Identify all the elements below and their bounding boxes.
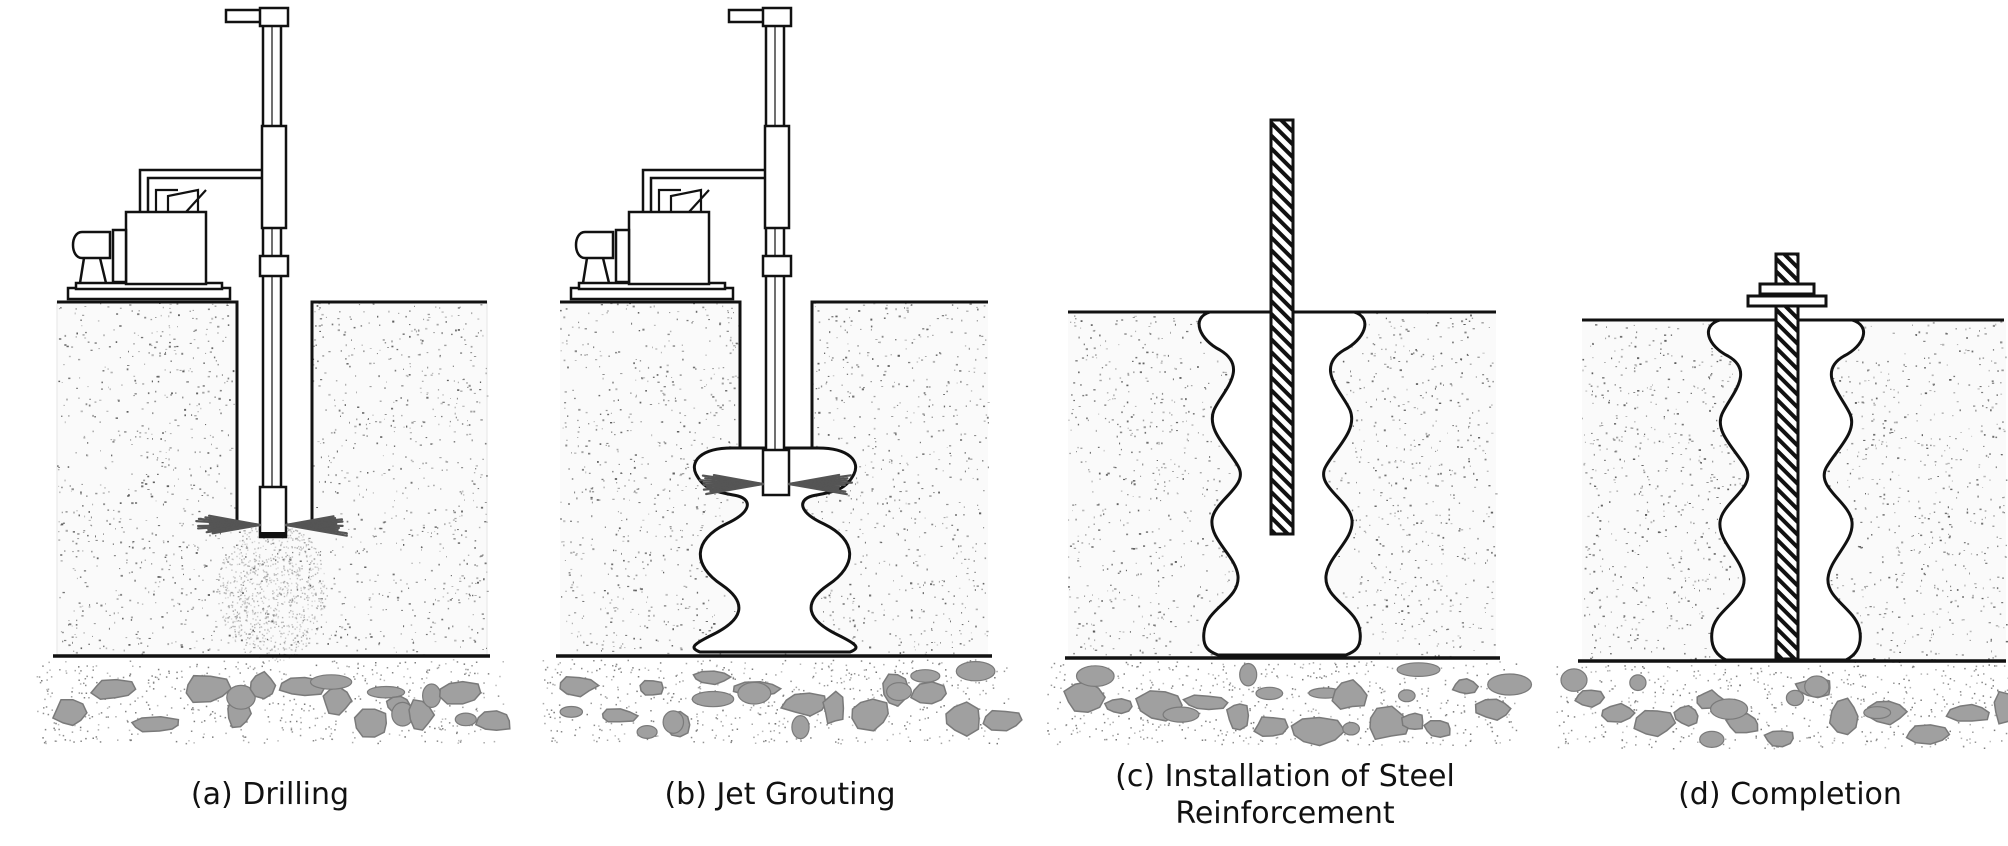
panel-b-drilling-rig [571,170,765,299]
panel-d-anchor-plate [1748,284,1826,306]
panel-a-drilling-rig [68,170,262,299]
panel-d-rock-layer [1556,664,2008,749]
caption-panel-b: (b) Jet Grouting [630,776,930,814]
panel-c-rock-layer [1047,661,1531,746]
caption-panel-d: (d) Completion [1620,776,1960,814]
panel-d-steel-bar [1776,254,1798,659]
panel-c-steel-bar [1271,120,1293,534]
caption-panel-c-line2: Reinforcement [1060,795,1510,833]
caption-panel-c-line1: (c) Installation of Steel [1060,758,1510,796]
panel-b-rock-layer [543,659,1022,745]
caption-panel-a: (a) Drilling [150,776,390,814]
panel-d-completion [1556,254,2008,750]
panel-c-steel-installation [1047,120,1531,746]
panel-a-rock-layer [37,659,510,744]
panel-a-drilling [37,8,510,744]
panel-b-jet-grouting [543,8,1022,745]
